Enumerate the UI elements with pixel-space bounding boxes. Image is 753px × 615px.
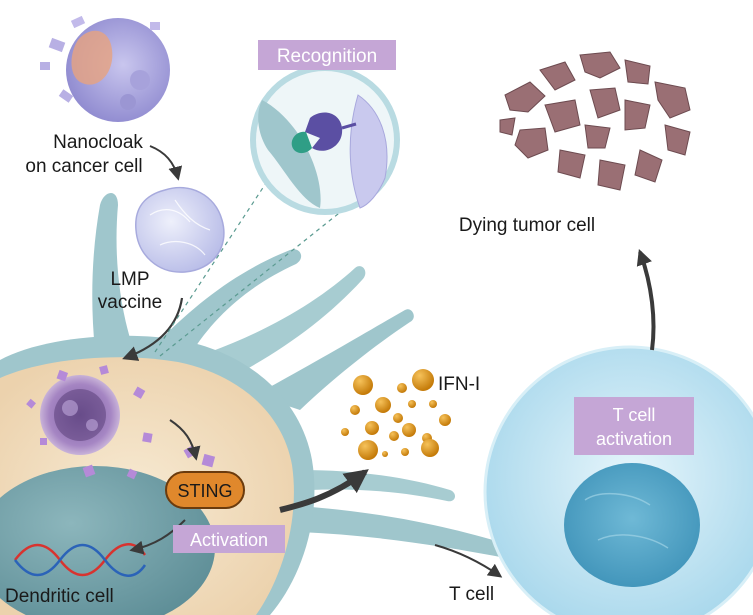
t-cell-nucleus (564, 463, 700, 587)
dendritic-to-tcell-arrow (434, 544, 503, 578)
t-cell-activation-line2: activation (596, 429, 672, 449)
lmp-vaccine-particle (135, 186, 225, 273)
sting-to-dna-arrow (129, 519, 186, 555)
activation-tag: Activation (173, 525, 285, 553)
activation-label: Activation (190, 530, 268, 550)
t-cell-activation-line1: T cell (613, 405, 656, 425)
t-cell-label: T cell (449, 584, 494, 605)
dendritic-nucleus (0, 466, 215, 615)
dying-tumor-cell (499, 51, 691, 191)
lmp-label-line1: LMP (110, 269, 149, 290)
ifn-droplets (341, 369, 451, 460)
antigen-fragments (26, 365, 216, 480)
lmp-label-line2: vaccine (98, 292, 162, 313)
dendritic-cell-label: Dendritic cell (5, 586, 114, 607)
sting-label: STING (177, 481, 232, 501)
recognition-tag: Recognition (258, 40, 396, 70)
nanocloak-label-line2: on cancer cell (25, 156, 142, 177)
dying-tumor-cell-label: Dying tumor cell (459, 215, 595, 236)
endosome-to-sting-arrow (169, 419, 201, 461)
nanocloak-label-line1: Nanocloak (53, 132, 143, 153)
nanocloak-cancer-cell (40, 15, 170, 122)
endosome (40, 375, 120, 455)
lmp-to-dendritic-arrow (122, 297, 184, 361)
t-cell-activation-tag: T cell activation (574, 397, 694, 455)
dna-helix (14, 543, 147, 577)
ifn-label: IFN-I (438, 374, 480, 395)
sting-to-ifn-arrow (279, 469, 369, 513)
recognition-label: Recognition (277, 46, 377, 67)
nanocloak-to-lmp-arrow (149, 145, 183, 181)
sting-badge: STING (165, 471, 245, 509)
tcell-to-tumor-arrow (636, 248, 656, 351)
t-cell (483, 345, 753, 615)
